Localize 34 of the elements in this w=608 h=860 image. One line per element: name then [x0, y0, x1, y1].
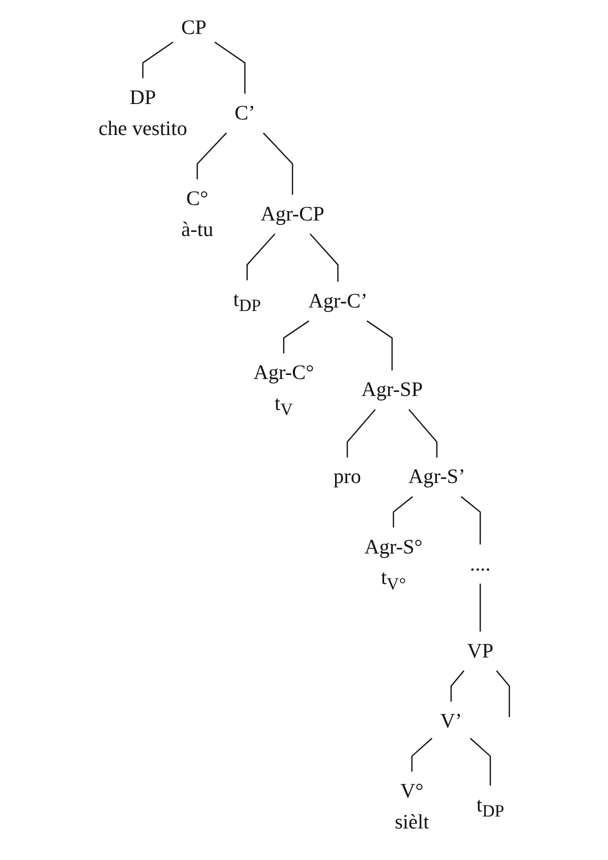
node-text: Agr-S° t$_{V°}$	[364, 536, 423, 594]
connector	[460, 496, 481, 544]
connector	[366, 320, 393, 370]
node-text: V° sièlt	[394, 780, 430, 834]
connector	[408, 409, 438, 458]
node-text: Agr-C’	[308, 290, 368, 313]
connector	[246, 233, 276, 280]
connector	[411, 738, 432, 772]
connector	[283, 320, 310, 354]
connector	[450, 670, 464, 702]
node-text: ....	[470, 552, 491, 576]
node-text: DP che vestito	[98, 86, 188, 140]
node-text: Agr-C° t$_{V}$	[254, 362, 314, 420]
connector	[470, 738, 491, 786]
node-text: t$_{DP}$	[476, 794, 504, 821]
connector	[142, 42, 174, 78]
node-text: t$_{DP}$	[233, 288, 262, 316]
connector	[214, 42, 246, 94]
node-text: Agr-CP	[260, 202, 324, 226]
node-text: C° à-tu	[181, 188, 214, 242]
connector	[392, 496, 414, 528]
node-text: CP	[181, 16, 207, 40]
node-text: V’	[440, 710, 462, 733]
node-text: Agr-S’	[408, 466, 466, 488]
connector	[480, 584, 481, 632]
node-text: C’	[234, 102, 256, 125]
node-text: VP	[467, 640, 494, 662]
connector	[346, 409, 376, 458]
node-text: pro	[334, 466, 362, 488]
connector	[496, 670, 510, 718]
connector	[310, 233, 339, 282]
connector	[262, 132, 294, 195]
connector	[196, 132, 227, 180]
node-text: Agr-SP	[361, 378, 423, 402]
